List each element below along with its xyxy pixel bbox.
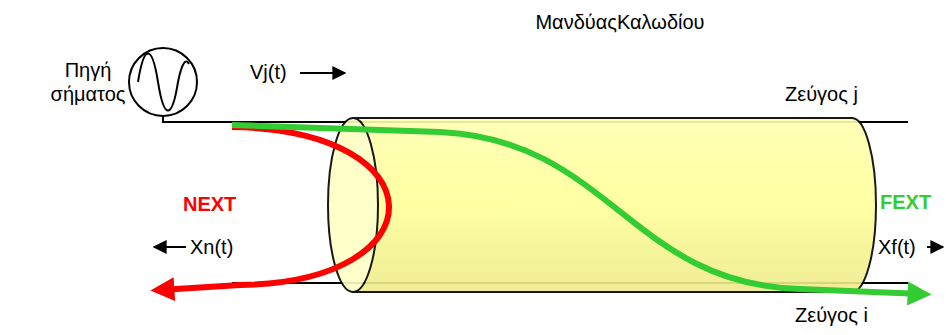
signal-name: Xn(t) [190, 235, 233, 259]
pair-label: Ζεύγος j [785, 82, 858, 106]
signal-arrow [300, 72, 345, 74]
pair-label: Ζεύγος i [795, 303, 868, 327]
fext-label: FEXT [880, 190, 931, 214]
next-path [160, 127, 389, 290]
cable-jacket-label: ΜανδύαςΚαλωδίου [535, 10, 704, 34]
fext-arrow [927, 246, 943, 248]
signal-name: Vj(t) [250, 60, 287, 84]
next-label: NEXT [183, 192, 236, 216]
fext-path [232, 125, 922, 294]
cable-jacket [328, 118, 876, 292]
signal-name: Xf(t) [878, 235, 916, 259]
source-label: Πηγή σήματος [38, 58, 138, 106]
next-arrow [154, 246, 186, 248]
signal-source [129, 48, 197, 116]
